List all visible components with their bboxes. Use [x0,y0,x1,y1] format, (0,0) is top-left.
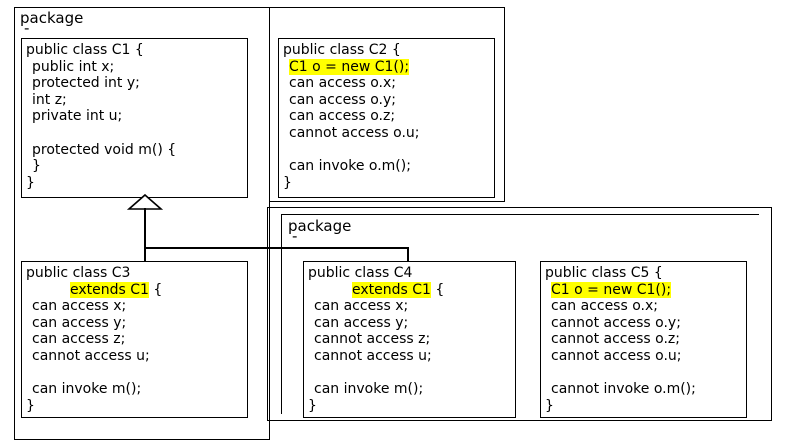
code-line: int z; [32,91,67,108]
code-line: can invoke m(); [314,381,424,398]
code-line: cannot access o.u; [551,347,682,364]
code-line-blank [545,365,742,382]
package-1-label-text: package [20,9,84,27]
package-1-sublabel: - [24,19,30,37]
package-2-label-text: package [288,217,352,235]
code-line: public class C3 [26,265,131,281]
code-line: cannot access o.u; [289,124,420,141]
code-line: public class C1 { [26,42,144,58]
code-line: cannot access u; [314,347,432,364]
generalization-drop-to-c4 [407,247,409,262]
code-line: cannot access z; [314,331,431,348]
code-line: protected int y; [32,75,140,92]
package-2-inner-box [281,214,759,414]
code-line: can access y; [32,314,127,331]
class-box-c4[interactable]: public class C4 extends C1 { can access … [303,261,516,418]
code-line: can access z; [32,331,126,348]
code-line: can access o.z; [289,108,396,125]
code-line-highlighted: C1 o = new C1(); [283,58,490,76]
code-line: can invoke o.m(); [289,158,411,175]
code-line: cannot invoke o.m(); [551,381,696,398]
code-line-blank [26,125,243,142]
highlight-span: C1 o = new C1(); [551,281,672,298]
generalization-vertical-stem [144,208,146,261]
code-line: } [283,174,292,191]
code-line-highlighted: extends C1 { [308,281,511,299]
code-line: public class C2 { [283,42,401,58]
class-box-c2[interactable]: public class C2 { C1 o = new C1(); can a… [278,38,495,198]
code-line-highlighted: extends C1 { [26,281,243,299]
code-line: } [26,397,35,414]
code-line: can access x; [314,298,409,315]
class-box-c1[interactable]: public class C1 { public int x; protecte… [21,38,248,198]
code-line: } [32,158,41,175]
code-line: } [26,174,35,191]
code-line: cannot access o.y; [551,314,681,331]
code-line: can access o.x; [551,298,658,315]
code-line-highlighted: C1 o = new C1(); [545,281,742,299]
code-line: protected void m() { [32,141,177,158]
brace-suffix: { [430,281,445,298]
code-line: public class C5 { [545,265,663,281]
code-line-blank [26,365,243,382]
code-line: cannot access o.z; [551,331,680,348]
package-2-label: package - [288,217,352,245]
highlight-span: extends C1 [70,281,149,298]
package-1-upper-right-region [270,7,505,202]
code-line: can invoke m(); [32,381,142,398]
class-box-c5[interactable]: public class C5 { C1 o = new C1(); can a… [540,261,747,418]
package-1-label: package - [20,9,84,37]
package-1-box [14,7,270,440]
package-2-sublabel: - [292,227,298,245]
code-line: can access o.y; [289,91,396,108]
code-line-blank [308,365,511,382]
code-line: public int x; [32,58,115,75]
generalization-horizontal-branch [144,247,409,249]
code-line: can access x; [32,298,127,315]
class-box-c3[interactable]: public class C3 extends C1 { can access … [21,261,248,418]
highlight-span: extends C1 [352,281,431,298]
code-line: private int u; [32,108,123,125]
code-line: public class C4 [308,265,413,281]
code-line: can access y; [314,314,409,331]
package-2-box [267,207,772,421]
code-line: } [545,397,554,414]
code-line: } [308,397,317,414]
code-line: cannot access u; [32,347,150,364]
code-line: can access o.x; [289,75,396,92]
brace-suffix: { [148,281,163,298]
highlight-span: C1 o = new C1(); [289,58,410,75]
